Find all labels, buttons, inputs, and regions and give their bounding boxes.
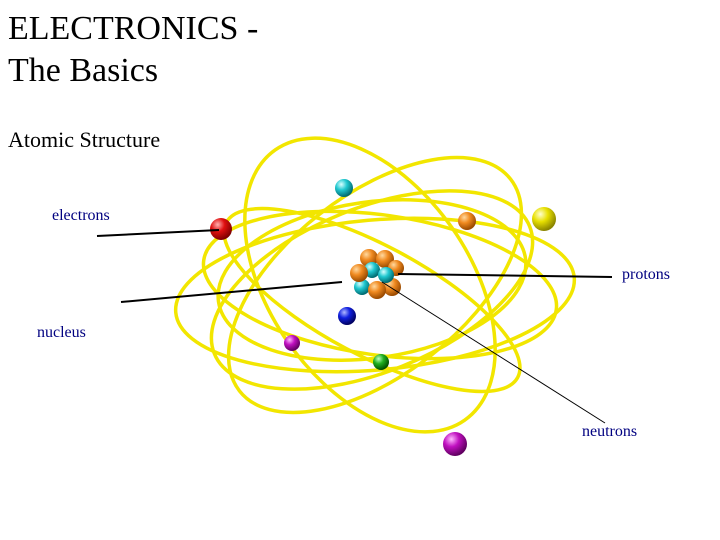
electron-cyan — [335, 179, 353, 197]
electron-red — [210, 218, 232, 240]
electron-green — [373, 354, 389, 370]
electron-magenta-small — [284, 335, 300, 351]
leader-line-electrons — [96, 229, 220, 237]
page-title: ELECTRONICS - The Basics — [8, 8, 258, 92]
leader-line-neutrons — [381, 281, 606, 424]
electron-blue — [338, 307, 356, 325]
orbit-3 — [201, 209, 559, 361]
title-line-2: The Basics — [8, 52, 159, 89]
neutron — [354, 279, 370, 295]
neutrons-label: neutrons — [582, 423, 638, 440]
proton — [350, 264, 368, 282]
nucleus-cluster — [350, 249, 404, 299]
neutron — [364, 262, 380, 278]
electron-yellow — [532, 207, 556, 231]
orbit-5 — [226, 155, 524, 415]
electron-magenta-large — [443, 432, 467, 456]
proton — [368, 281, 386, 299]
nucleus-label: nucleus — [37, 324, 86, 341]
title-line-1: ELECTRONICS - — [8, 10, 259, 47]
electrons-label: electrons — [52, 207, 110, 224]
section-subtitle: Atomic Structure — [8, 127, 161, 152]
leader-line-nucleus — [120, 281, 343, 303]
leader-lines — [96, 229, 613, 424]
electron-orange — [458, 212, 476, 230]
protons-label: protons — [622, 266, 670, 283]
neutron — [378, 267, 394, 283]
leader-line-protons — [397, 273, 613, 278]
electrons-group — [210, 179, 556, 456]
